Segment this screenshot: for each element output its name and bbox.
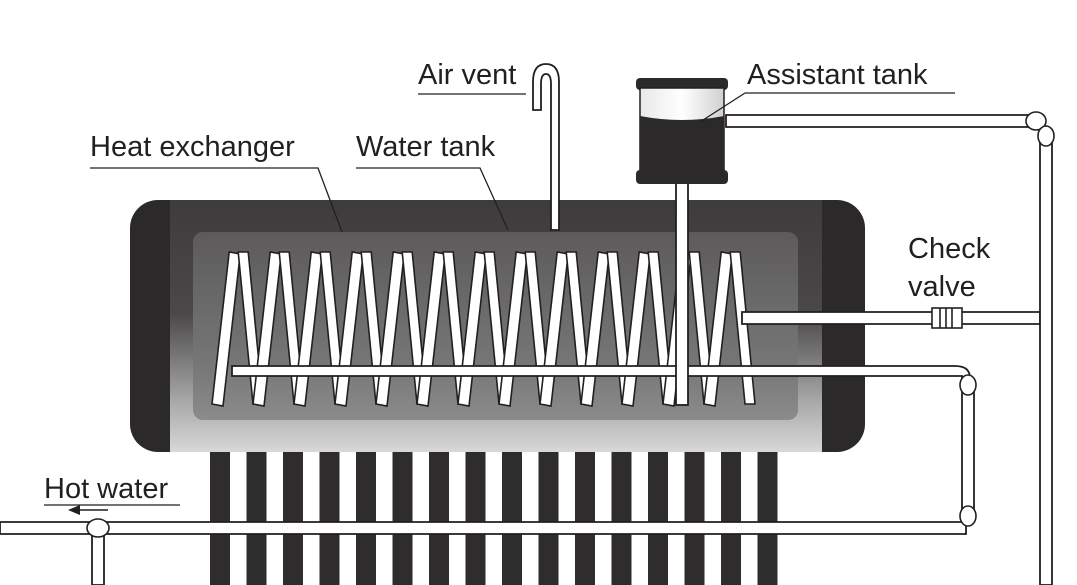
assistant-tank-outlet-pipe bbox=[725, 114, 1031, 128]
pipe-joints bbox=[86, 111, 1055, 538]
air-vent-pipe bbox=[532, 63, 560, 231]
collector-tube bbox=[575, 440, 595, 585]
check-valve-label-line2: valve bbox=[908, 271, 976, 303]
heat-exchanger-label: Heat exchanger bbox=[90, 131, 295, 163]
collector-tube bbox=[210, 440, 230, 585]
collector-tube bbox=[319, 440, 340, 585]
check-valve-label-line1: Check bbox=[908, 233, 991, 265]
hot-water-label: Hot water bbox=[44, 473, 168, 505]
collector-tube bbox=[465, 440, 486, 585]
collector-tube bbox=[502, 440, 522, 585]
collector-tube bbox=[538, 440, 559, 585]
right-vertical-pipe bbox=[1039, 129, 1053, 585]
collector-tubes bbox=[210, 440, 778, 585]
air-vent-label: Air vent bbox=[418, 59, 516, 91]
assistant-tank-down-pipe bbox=[675, 179, 689, 406]
collector-tube bbox=[246, 440, 267, 585]
collector-tube bbox=[283, 440, 303, 585]
return-vertical-pipe bbox=[961, 379, 975, 521]
collector-tube bbox=[611, 440, 632, 585]
collector-tube bbox=[356, 440, 376, 585]
leader-lines bbox=[44, 92, 955, 506]
tee-down-pipe bbox=[91, 533, 105, 585]
collector-tube bbox=[429, 440, 449, 585]
hot-water-arrow bbox=[68, 505, 108, 515]
coil-outlet-pipe bbox=[741, 311, 1041, 325]
collector-tube bbox=[721, 440, 741, 585]
hot-water-pipe bbox=[0, 521, 967, 535]
collector-tube bbox=[684, 440, 705, 585]
collector-tube bbox=[648, 440, 668, 585]
assistant-tank bbox=[636, 78, 728, 184]
assistant-tank-label: Assistant tank bbox=[747, 59, 928, 91]
collector-tube bbox=[392, 440, 413, 585]
water-tank-label: Water tank bbox=[356, 131, 496, 163]
collector-tube bbox=[757, 440, 778, 585]
check-valve bbox=[931, 307, 963, 329]
